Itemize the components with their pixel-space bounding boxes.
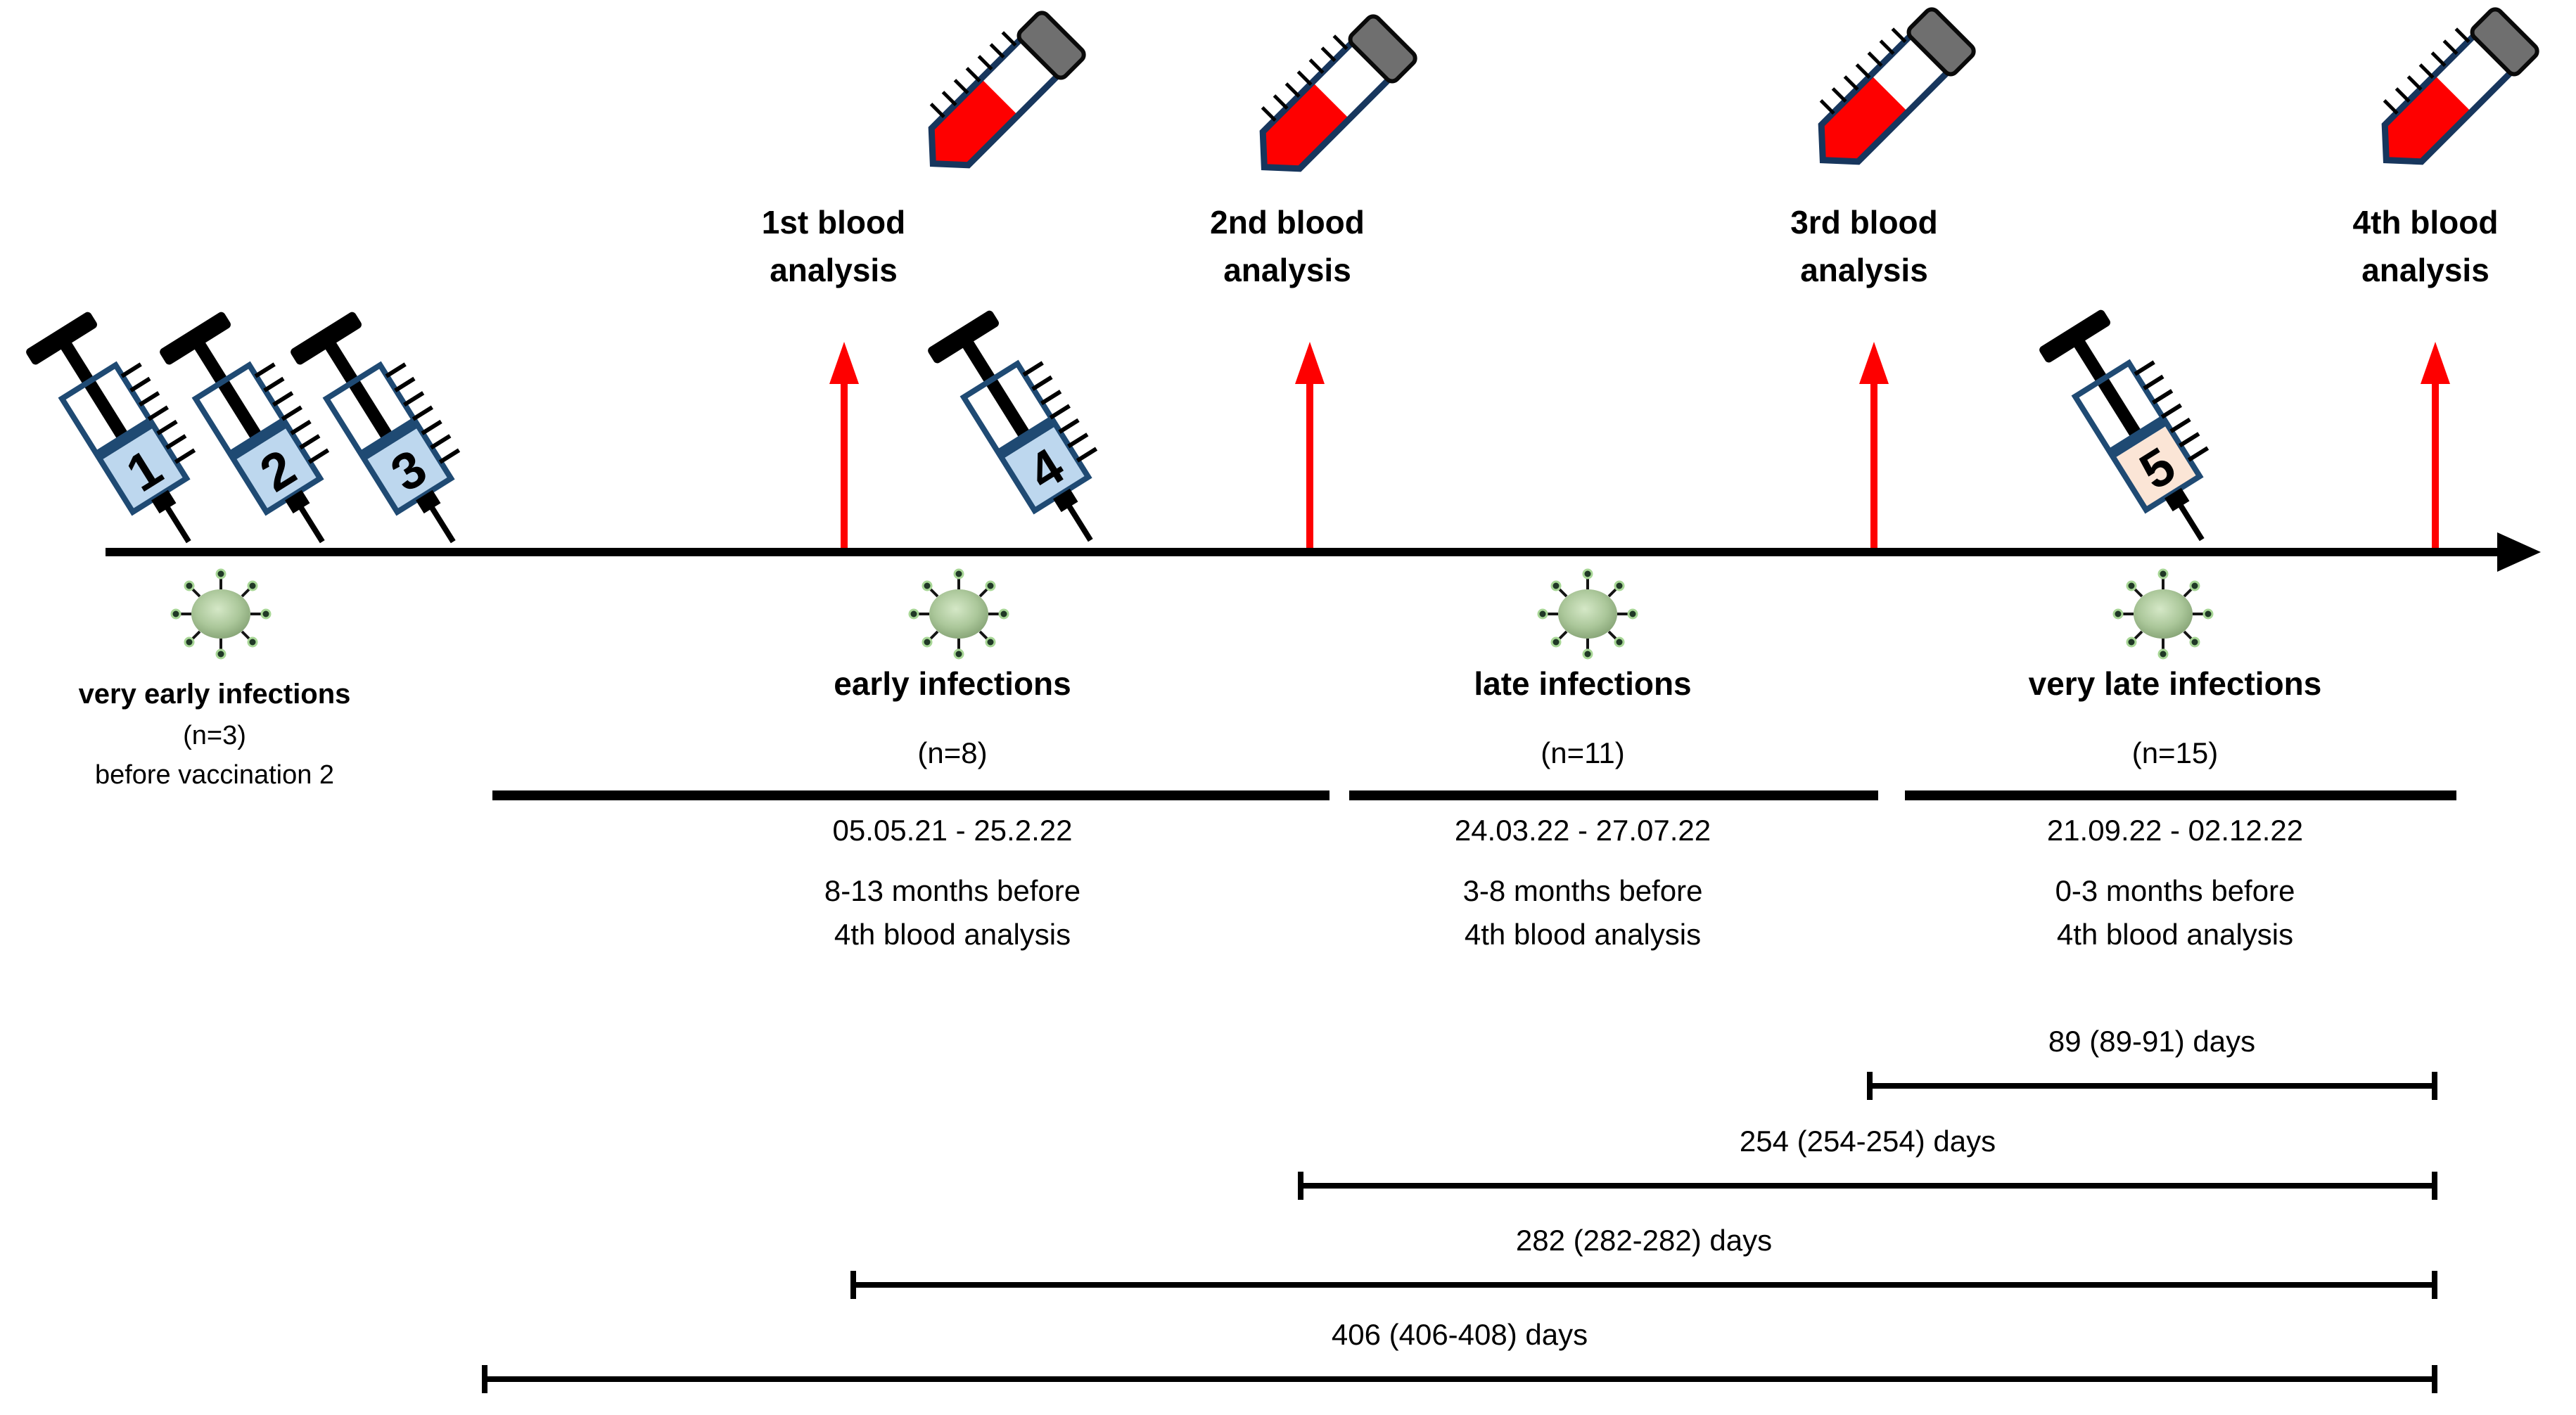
blood-analysis-label-3-line1: 3rd blood (1790, 204, 1938, 241)
red-arrow-1 (841, 383, 848, 548)
group-very-early-name: very early infections (78, 679, 351, 710)
syringe-icon-4: 4 (928, 310, 1098, 542)
duration-bar-right-cap (2432, 1072, 2437, 1100)
duration-bar-left-cap (850, 1271, 856, 1299)
group-name: early infections (834, 665, 1071, 702)
duration-bar-254-days (1298, 1172, 2437, 1200)
duration-bar-left-cap (1867, 1072, 1873, 1100)
syringe-icon-5: 5 (2039, 309, 2210, 542)
blood-analysis-label-2-line2: analysis (1223, 252, 1351, 288)
red-arrow-3 (1870, 383, 1877, 548)
group-before-line1: 0-3 months before (2055, 874, 2295, 907)
blood-analysis-label-4-line2: analysis (2361, 252, 2489, 288)
blood-analysis-label-2-line1: 2nd blood (1210, 204, 1365, 241)
duration-label-254-days: 254 (254-254) days (1739, 1125, 1996, 1158)
virus-icon-2 (908, 568, 1009, 660)
duration-bar-282-days (850, 1271, 2437, 1299)
red-arrow-4-head (2421, 342, 2450, 384)
group-n: (n=11) (1541, 736, 1625, 769)
duration-label-89-days: 89 (89-91) days (2048, 1025, 2256, 1058)
duration-bar-406-days (482, 1365, 2437, 1393)
group-before-line2: 4th blood analysis (2056, 918, 2294, 951)
duration-bar-right-cap (2432, 1172, 2437, 1200)
group-dates: 24.03.22 - 27.07.22 (1454, 814, 1711, 847)
duration-bar-left-cap (482, 1365, 487, 1393)
blood-tube-icon-4 (2381, 7, 2539, 165)
group-dates: 05.05.21 - 25.2.22 (832, 814, 1073, 847)
group-n: (n=15) (2131, 736, 2219, 769)
duration-label-406-days: 406 (406-408) days (1331, 1318, 1588, 1351)
blood-tube-icon-2 (1259, 14, 1417, 172)
group-underline-early (492, 790, 1330, 800)
group-dates: 21.09.22 - 02.12.22 (2046, 814, 2304, 847)
virus-icon-4 (2112, 568, 2214, 660)
blood-analysis-label-1-line1: 1st blood (761, 204, 906, 241)
duration-bar-right-cap (2432, 1271, 2437, 1299)
timeline-axis (106, 548, 2499, 556)
group-before-line1: 3-8 months before (1462, 874, 1703, 907)
group-name: late infections (1474, 665, 1692, 702)
blood-analysis-label-3-line2: analysis (1800, 252, 1928, 288)
red-arrow-3-head (1859, 342, 1889, 384)
duration-bar-89-days (1867, 1072, 2437, 1100)
duration-bar-right-cap (2432, 1365, 2437, 1393)
timeline-arrowhead-icon (2497, 532, 2541, 572)
syringe-icon-1: 1 (26, 312, 196, 544)
red-arrow-1-head (829, 342, 859, 384)
group-underline-late (1349, 790, 1878, 800)
red-arrow-2-head (1295, 342, 1325, 384)
virus-icon-1 (170, 568, 272, 660)
group-very-early-note: before vaccination 2 (94, 760, 335, 790)
blood-tube-icon-1 (928, 11, 1086, 169)
duration-bar-left-cap (1298, 1172, 1303, 1200)
group-before-line1: 8-13 months before (824, 874, 1081, 907)
blood-analysis-label-1-line2: analysis (770, 252, 898, 288)
group-underline-very-late (1905, 790, 2456, 800)
group-name: very late infections (2028, 665, 2322, 702)
group-before-line2: 4th blood analysis (834, 918, 1071, 951)
blood-tube-icon-3 (1818, 7, 1976, 165)
virus-icon-3 (1537, 568, 1638, 660)
syringe-icon-2: 2 (160, 312, 330, 544)
duration-label-282-days: 282 (282-282) days (1515, 1224, 1773, 1257)
syringe-icon-3: 3 (291, 312, 461, 544)
blood-analysis-label-4-line1: 4th blood (2352, 204, 2499, 241)
group-before-line2: 4th blood analysis (1464, 918, 1702, 951)
group-n: (n=8) (917, 736, 988, 769)
group-very-early-n: (n=3) (183, 721, 246, 750)
red-arrow-4 (2432, 383, 2439, 548)
red-arrow-2 (1306, 383, 1313, 548)
